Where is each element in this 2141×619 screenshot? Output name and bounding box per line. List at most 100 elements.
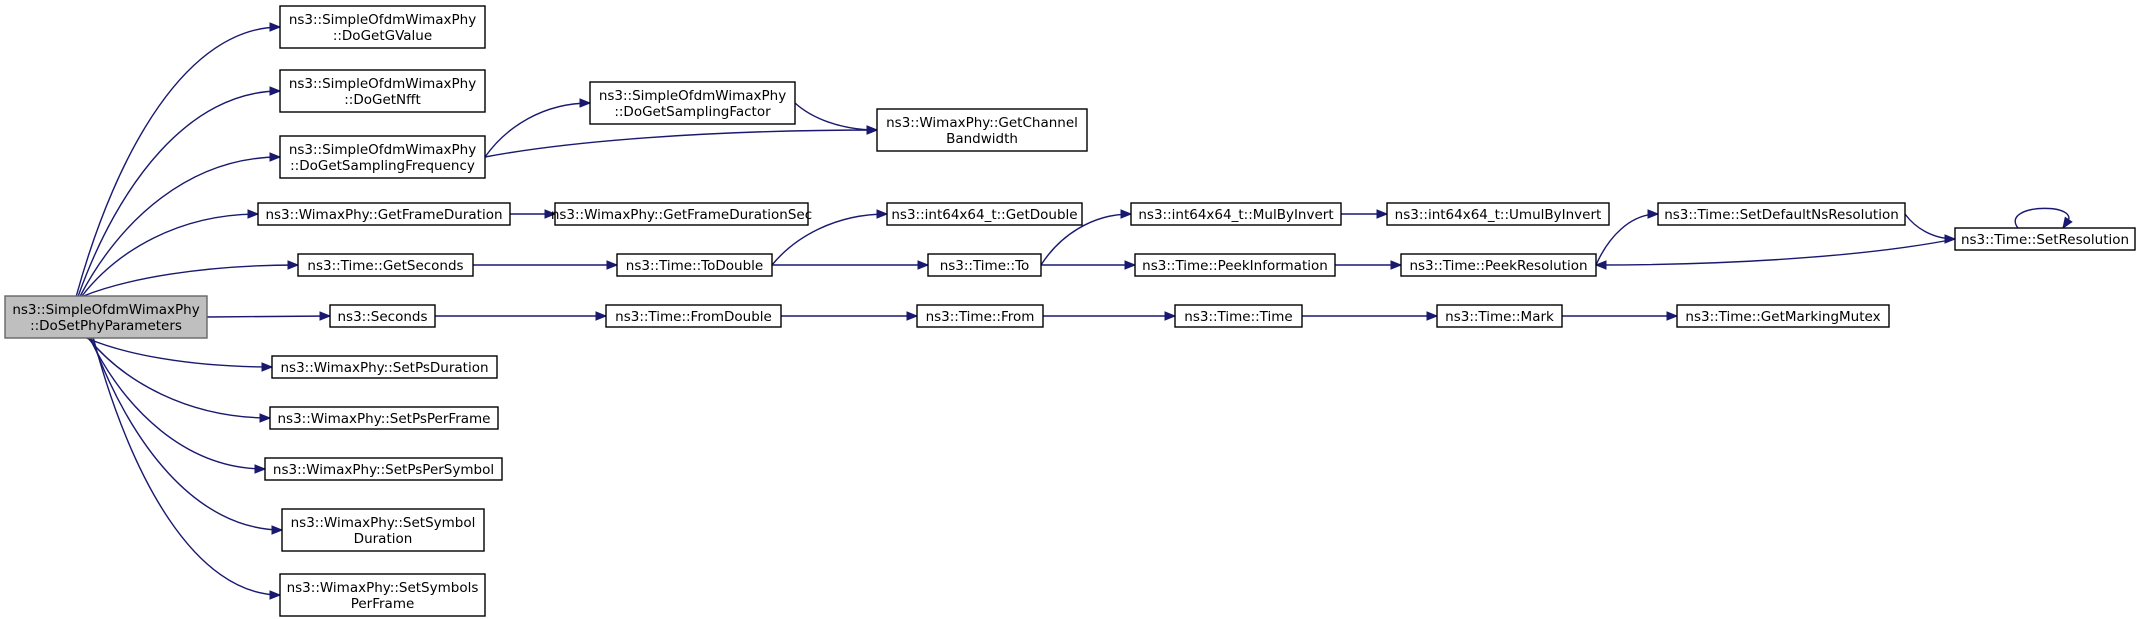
node-ns3-time-peekinformation[interactable]: ns3::Time::PeekInformation: [1134, 253, 1336, 277]
node-ns3-time-setresolution[interactable]: ns3::Time::SetResolution: [1954, 227, 2136, 251]
edge-root-to-getSF: [79, 152, 282, 297]
node-label: ns3::Time::ToDouble: [626, 258, 763, 274]
node-label: ns3::Time::To: [940, 258, 1030, 274]
edges-layer: [75, 22, 2073, 600]
node-ns3-int64x64-t-mulbyinvert[interactable]: ns3::int64x64_t::MulByInvert: [1130, 202, 1342, 226]
node-label: ns3::int64x64_t::MulByInvert: [1138, 207, 1333, 223]
node-ns3-wimaxphy-setpsduration[interactable]: ns3::WimaxPhy::SetPsDuration: [271, 355, 498, 379]
node-box: [1174, 304, 1303, 328]
node-label: ns3::SimpleOfdmWimaxPhy: [289, 142, 476, 158]
nodes-layer: ns3::SimpleOfdmWimaxPhy::DoSetPhyParamet…: [4, 5, 2136, 617]
node-ns3-simpleofdmwimaxphy-dogetsamplingfactor[interactable]: ns3::SimpleOfdmWimaxPhy::DoGetSamplingFa…: [589, 81, 796, 125]
node-box: [329, 304, 436, 328]
node-box: [264, 457, 503, 481]
edge-timeMark-to-markMutex: [1562, 311, 1679, 321]
edge-timeTo-to-peekInfo: [1041, 260, 1137, 270]
edge-root-to-psDur: [86, 337, 274, 372]
edge-root-to-symDur: [90, 337, 284, 535]
node-box: [876, 108, 1088, 152]
edge-root-to-seconds: [206, 311, 332, 321]
edge-peekRes-to-setDefNs: [1595, 209, 1660, 266]
node-box: [279, 5, 486, 49]
edge-timeTime-to-timeMark: [1302, 311, 1439, 321]
edge-root-to-getG: [75, 22, 282, 297]
node-ns3-wimaxphy-setpsperframe[interactable]: ns3::WimaxPhy::SetPsPerFrame: [269, 406, 499, 430]
node-label: Duration: [354, 531, 413, 547]
node-box: [927, 253, 1042, 277]
node-ns3-seconds[interactable]: ns3::Seconds: [329, 304, 436, 328]
edge-root-to-symFrame: [92, 337, 282, 600]
node-box: [279, 135, 486, 179]
node-ns3-int64x64-t-getdouble[interactable]: ns3::int64x64_t::GetDouble: [886, 202, 1083, 226]
node-ns3-time-getseconds[interactable]: ns3::Time::GetSeconds: [297, 253, 474, 277]
edge-root-to-psFrame: [87, 337, 272, 423]
node-label: ns3::Time::FromDouble: [615, 309, 772, 325]
node-label: ns3::WimaxPhy::SetSymbols: [287, 580, 479, 596]
edge-setRes-to-peekRes: [1594, 238, 1956, 270]
node-label: ::DoSetPhyParameters: [30, 318, 182, 334]
node-label: ::DoGetGValue: [333, 28, 432, 44]
node-label: ns3::WimaxPhy::SetPsPerSymbol: [273, 462, 494, 478]
node-box: [1400, 253, 1597, 277]
node-box: [554, 202, 809, 226]
node-label: ns3::Time::GetSeconds: [307, 258, 463, 274]
node-label: ns3::Time::Time: [1184, 309, 1292, 325]
node-box: [1130, 202, 1342, 226]
node-label: ns3::SimpleOfdmWimaxPhy: [289, 76, 476, 92]
node-ns3-wimaxphy-setpspersymbol[interactable]: ns3::WimaxPhy::SetPsPerSymbol: [264, 457, 503, 481]
node-label: ns3::WimaxPhy::SetPsPerFrame: [278, 411, 491, 427]
edge-timeTo-to-mulByInvert: [1040, 209, 1133, 266]
node-ns3-time-fromdouble[interactable]: ns3::Time::FromDouble: [605, 304, 782, 328]
node-box: [1676, 304, 1890, 328]
edge-seconds-to-fromDouble: [435, 311, 608, 321]
node-box: [589, 81, 796, 125]
node-box: [1436, 304, 1563, 328]
node-ns3-simpleofdmwimaxphy-dogetgvalue[interactable]: ns3::SimpleOfdmWimaxPhy::DoGetGValue: [279, 5, 486, 49]
edge-frameDur-to-frameDurSec: [510, 209, 557, 219]
edge-getSF-to-chanBW: [484, 125, 879, 158]
node-label: ns3::Seconds: [338, 309, 428, 325]
node-ns3-int64x64-t-umulbyinvert[interactable]: ns3::int64x64_t::UmulByInvert: [1386, 202, 1610, 226]
node-ns3-time-getmarkingmutex[interactable]: ns3::Time::GetMarkingMutex: [1676, 304, 1890, 328]
node-label: ns3::Time::PeekInformation: [1142, 258, 1328, 274]
edge-toDouble-to-timeTo: [772, 260, 930, 270]
node-ns3-time-time[interactable]: ns3::Time::Time: [1174, 304, 1303, 328]
node-label: ns3::WimaxPhy::SetSymbol: [291, 515, 476, 531]
node-label: ns3::WimaxPhy::GetFrameDuration: [265, 207, 502, 223]
node-ns3-simpleofdmwimaxphy-dogetsamplingfrequency[interactable]: ns3::SimpleOfdmWimaxPhy::DoGetSamplingFr…: [279, 135, 486, 179]
node-ns3-wimaxphy-getframedurationsec[interactable]: ns3::WimaxPhy::GetFrameDurationSec: [551, 202, 812, 226]
edge-timeFrom-to-timeTime: [1043, 311, 1177, 321]
node-ns3-time-peekresolution[interactable]: ns3::Time::PeekResolution: [1400, 253, 1597, 277]
edge-toDouble-to-i64GetDouble: [771, 209, 889, 266]
node-label: ns3::SimpleOfdmWimaxPhy: [599, 88, 786, 104]
node-ns3-time-to[interactable]: ns3::Time::To: [927, 253, 1042, 277]
node-ns3-wimaxphy-getframeduration[interactable]: ns3::WimaxPhy::GetFrameDuration: [257, 202, 511, 226]
node-label: ns3::int64x64_t::UmulByInvert: [1395, 207, 1602, 223]
edge-fromDouble-to-timeFrom: [781, 311, 919, 321]
node-box: [269, 406, 499, 430]
edge-root-to-frameDur: [81, 209, 260, 297]
node-box: [886, 202, 1083, 226]
node-label: ns3::Time::SetResolution: [1961, 232, 2129, 248]
node-label: ns3::SimpleOfdmWimaxPhy: [289, 12, 476, 28]
node-box: [257, 202, 511, 226]
node-box: [1657, 202, 1906, 226]
node-ns3-time-mark[interactable]: ns3::Time::Mark: [1436, 304, 1563, 328]
node-ns3-simpleofdmwimaxphy-dogetnfft[interactable]: ns3::SimpleOfdmWimaxPhy::DoGetNfft: [279, 69, 486, 113]
node-ns3-time-from[interactable]: ns3::Time::From: [916, 304, 1044, 328]
node-ns3-time-todouble[interactable]: ns3::Time::ToDouble: [616, 253, 773, 277]
node-label: ::DoGetSamplingFrequency: [290, 158, 475, 174]
node-label: ns3::Time::GetMarkingMutex: [1685, 309, 1880, 325]
edge-getSFactor-to-chanBW: [794, 102, 879, 135]
edge-getSF-to-getSFactor: [484, 98, 592, 158]
node-label: ns3::Time::SetDefaultNsResolution: [1664, 207, 1899, 223]
node-ns3-simpleofdmwimaxphy-dosetphyparameters[interactable]: ns3::SimpleOfdmWimaxPhy::DoSetPhyParamet…: [4, 295, 208, 339]
node-box: [281, 508, 485, 552]
edge-setRes-to-setRes: [2014, 207, 2073, 230]
node-label: Bandwidth: [946, 131, 1018, 147]
node-ns3-time-setdefaultnsresolution[interactable]: ns3::Time::SetDefaultNsResolution: [1657, 202, 1906, 226]
